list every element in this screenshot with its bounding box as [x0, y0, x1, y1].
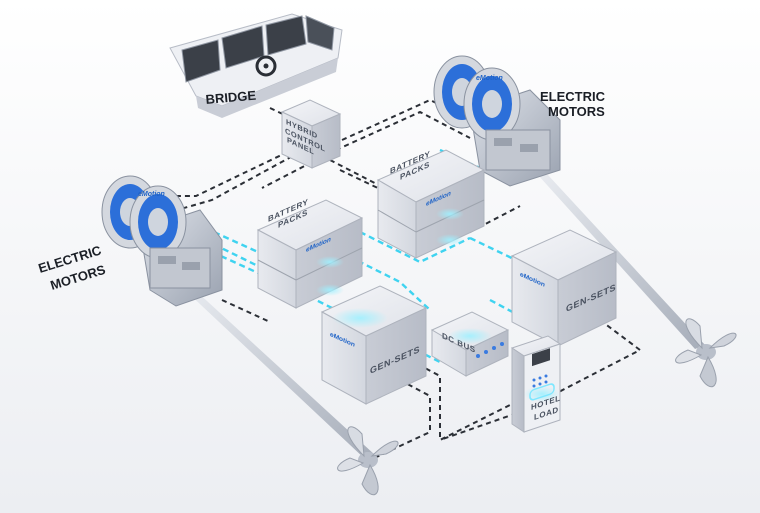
- electric-motor-icon: eMotion: [433, 55, 561, 187]
- right-propeller-assembly: [538, 175, 737, 388]
- hotel-load: HOTEL LOAD: [510, 335, 562, 433]
- propeller-icon: [675, 318, 737, 388]
- right-motors-label-line-2: MOTORS: [548, 104, 605, 119]
- left-propeller-assembly: [185, 290, 399, 496]
- dc-bus: DC BUS: [430, 311, 510, 377]
- propeller-icon: [337, 426, 399, 496]
- bridge-console-icon: [169, 13, 343, 118]
- right-motors-label-line-1: ELECTRIC: [540, 89, 606, 104]
- brand-label: eMotion: [138, 191, 165, 198]
- electric-motor-icon: eMotion: [101, 175, 223, 307]
- generator-icon: GEN-SETS eMotion: [320, 285, 428, 405]
- hybrid-control-panel: HYBRID CONTROL PANEL: [280, 99, 342, 169]
- bridge-label: BRIDGE: [205, 88, 257, 107]
- brand-label: eMotion: [476, 75, 503, 82]
- generator-icon: GEN-SETS eMotion: [510, 229, 618, 347]
